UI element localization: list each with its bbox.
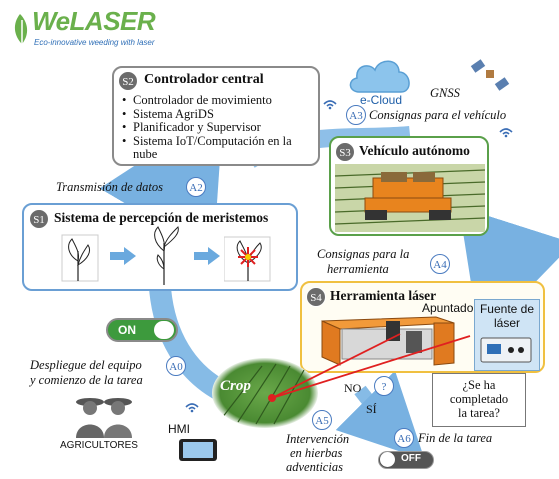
pointer-label: Apuntador — [422, 301, 478, 315]
autonomous-vehicle-box: S3 Vehículo autónomo — [329, 136, 489, 236]
s4-badge: S4 — [306, 287, 326, 307]
laser-head-illustration — [321, 316, 455, 366]
a0-label-line2: y comienzo de la tarea — [30, 373, 143, 387]
crop-label: Crop — [220, 378, 251, 394]
s3-badge: S3 — [335, 142, 355, 162]
logo: WeLASER Eco-innovative weeding with lase… — [8, 4, 158, 52]
s4-title: Herramienta láser — [330, 288, 437, 303]
a4-label-line2: herramienta — [327, 262, 389, 276]
a4-badge: A4 — [430, 254, 450, 274]
logo-brand-text: WeLASER — [32, 6, 156, 36]
s2-item: Controlador de movimiento — [122, 93, 318, 108]
laser-tool-box: S4 Herramienta láser Apuntador Fuente de… — [300, 281, 545, 373]
s2-item: Sistema AgriDS — [122, 107, 318, 122]
central-controller-box: S2 Controlador central Controlador de mo… — [112, 66, 320, 166]
flow-arrow-left — [99, 108, 235, 406]
a5-label-line3: adventicias — [286, 460, 343, 474]
a3-label: Consignas para el vehículo — [369, 108, 507, 122]
arrow-right-icon — [194, 247, 220, 265]
off-switch-knob — [380, 452, 395, 467]
on-switch[interactable]: ON — [106, 318, 178, 342]
a2-label: Transmisión de datos — [56, 180, 163, 194]
on-switch-label: ON — [118, 323, 136, 337]
tablet-icon — [179, 439, 217, 461]
logo-brand: WeLASER — [32, 6, 156, 37]
off-switch-label: OFF — [401, 453, 421, 464]
decision-question-line1: ¿Se ha — [462, 378, 496, 392]
plant-icon — [61, 234, 99, 282]
laser-device-icon — [480, 337, 532, 363]
a3-badge: A3 — [346, 105, 366, 125]
decision-question-box: ¿Se ha completado la tarea? — [432, 373, 526, 427]
a6-badge: A6 — [394, 428, 414, 448]
a0-label-line1: Despliegue del equipo — [30, 358, 142, 372]
wifi-icon — [499, 128, 513, 138]
targeted-weed-icon — [224, 236, 271, 282]
a2-badge: A2 — [186, 177, 206, 197]
a4-label-line1: Consignas para la — [317, 247, 410, 261]
a5-badge: A5 — [312, 410, 332, 430]
hmi-label: HMI — [168, 422, 190, 436]
a5-label-line1: Intervención — [286, 432, 350, 446]
s1-title: Sistema de percepción de meristemos — [54, 210, 269, 225]
s2-badge: S2 — [118, 71, 138, 91]
s2-title: Controlador central — [144, 72, 264, 87]
decision-question-line3: la tarea? — [458, 406, 500, 420]
arrow-right-icon — [110, 247, 136, 265]
decision-question-badge: ? — [374, 376, 394, 396]
leaf-icon — [14, 14, 28, 44]
wifi-icon — [185, 403, 199, 413]
farmers-illustration — [76, 398, 132, 438]
s1-badge: S1 — [29, 209, 49, 229]
logo-tagline: Eco-innovative weeding with laser — [34, 38, 155, 47]
crop-field-image: Crop — [212, 358, 318, 428]
a0-badge: A0 — [166, 356, 186, 376]
s3-title: Vehículo autónomo — [359, 143, 470, 158]
wifi-icon — [323, 100, 337, 110]
off-switch[interactable]: OFF — [378, 451, 434, 469]
plant-icon — [154, 226, 179, 285]
s2-item: Sistema IoT/Computación en la nube — [122, 134, 318, 162]
vehicle-illustration — [335, 164, 485, 232]
cloud-label: e-Cloud — [360, 93, 403, 107]
decision-si-label: SÍ — [366, 402, 377, 416]
laser-source-label-line2: láser — [493, 316, 520, 330]
on-switch-knob — [154, 321, 174, 339]
flow-arrow-down — [335, 370, 425, 460]
meristem-perception-box: S1 Sistema de percepción de meristemos — [22, 203, 298, 291]
crop-rows — [221, 363, 305, 425]
gnss-label: GNSS — [430, 86, 460, 100]
s2-item: Planificador y Supervisor — [122, 120, 318, 135]
laser-source-panel: Fuente de láser — [474, 299, 540, 371]
farmers-label: AGRICULTORES — [60, 440, 138, 451]
s2-list: Controlador de movimiento Sistema AgriDS… — [122, 93, 318, 162]
cloud-icon — [349, 60, 410, 93]
a5-label-line2: en hierbas — [290, 446, 343, 460]
laser-source-label-line1: Fuente de — [479, 302, 535, 316]
decision-no-label: NO — [344, 381, 362, 395]
a6-label: Fin de la tarea — [418, 431, 493, 445]
satellite-icon — [470, 59, 510, 91]
decision-question-line2: completado — [449, 392, 509, 406]
